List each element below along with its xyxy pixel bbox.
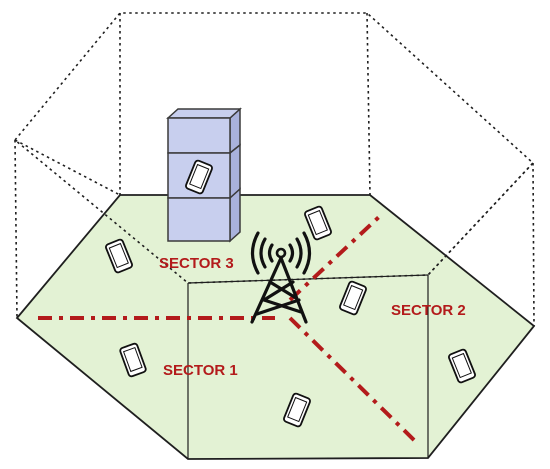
sector-2-label: SECTOR 2	[391, 302, 466, 319]
hexagon-floor	[15, 194, 536, 460]
sector-3-label: SECTOR 3	[159, 255, 234, 272]
mobile-phone-icon	[339, 280, 367, 316]
mobile-phone-icon	[448, 348, 476, 384]
mobile-phone-icon	[283, 392, 311, 428]
cell-tower-icon	[250, 231, 312, 324]
sector-divider-lines	[38, 214, 418, 444]
mobile-phone-icon	[119, 342, 147, 378]
sector-divider-northeast	[288, 214, 382, 302]
mobile-phone-icon	[105, 238, 133, 274]
mobile-phone-icon	[185, 159, 213, 195]
phones-layer	[105, 159, 476, 428]
sector-divider-southeast	[288, 316, 418, 444]
mobile-phone-icon	[304, 205, 332, 241]
sector-1-label: SECTOR 1	[163, 362, 238, 379]
hexagon-wireframe	[13, 12, 535, 327]
